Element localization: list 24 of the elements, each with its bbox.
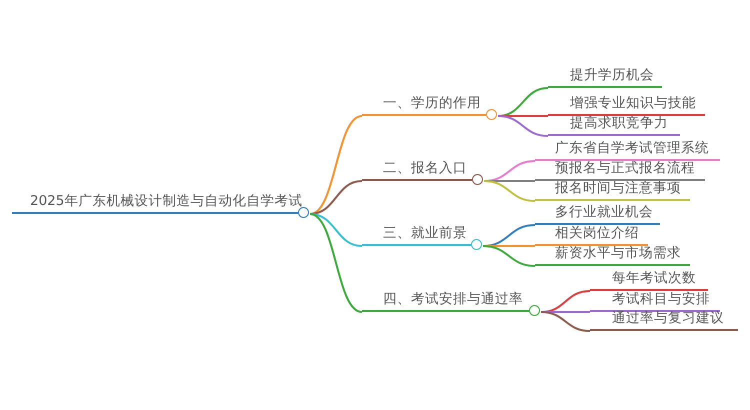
topic-text: 一、学历的作用 (383, 94, 481, 112)
topic-text: 报名时间与注意事项 (555, 179, 681, 197)
branch-line (310, 115, 362, 215)
topic-text: 二、报名入口 (383, 159, 467, 177)
branch-line (310, 213, 362, 313)
topic-text: 预报名与正式报名流程 (555, 159, 695, 177)
topic-text: 提高求职竞争力 (570, 114, 668, 132)
branch-line (482, 245, 536, 267)
topic-text: 相关岗位介绍 (555, 224, 639, 242)
topic-text: 每年考试次数 (612, 269, 696, 287)
topic-text: 四、考试安排与通过率 (383, 290, 523, 308)
branch-line (484, 180, 536, 202)
topic-text: 薪资水平与市场需求 (555, 244, 681, 262)
topic-text: 2025年广东机械设计制造与自动化自学考试 (30, 192, 302, 210)
branch-line (498, 115, 548, 137)
topic-text: 提升学历机会 (570, 66, 654, 84)
topic-text: 增强专业知识与技能 (570, 94, 696, 112)
branch-line (540, 311, 590, 332)
topic-text: 广东省自学考试管理系统 (555, 139, 709, 157)
topic-text: 多行业就业机会 (555, 203, 653, 221)
branch-line (310, 213, 362, 247)
topic-text: 考试科目与安排 (612, 290, 710, 308)
topic-text: 通过率与复习建议 (612, 309, 724, 327)
topic-text: 三、就业前景 (383, 224, 467, 242)
